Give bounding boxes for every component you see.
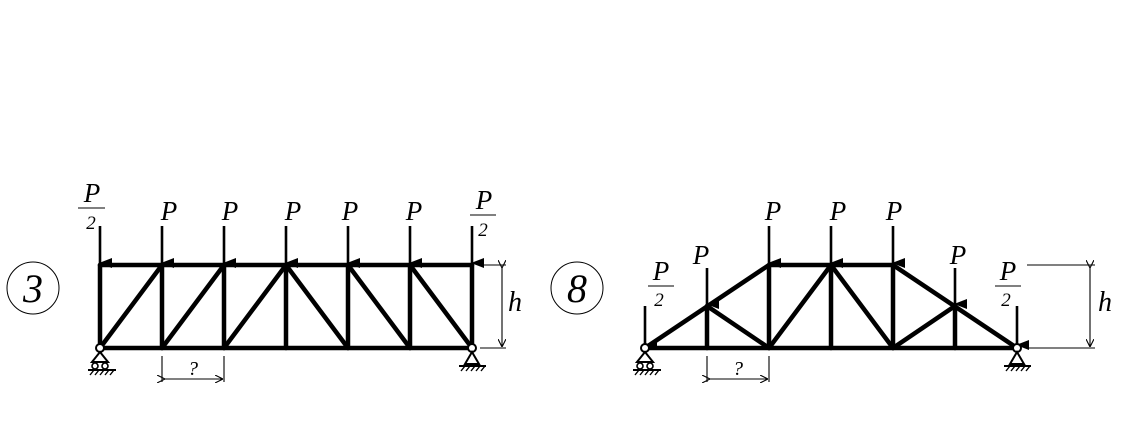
height-dimension: h	[1027, 265, 1112, 349]
diagonal-member	[828, 262, 896, 351]
support-triangle	[1008, 350, 1026, 365]
truss-members	[97, 262, 475, 351]
load-label: P	[764, 196, 782, 226]
load-label-denominator: 2	[1001, 290, 1011, 311]
load-label-numerator: P	[652, 256, 670, 286]
pin-support-left	[633, 343, 661, 376]
truss-members	[642, 262, 1020, 351]
diagonal-member	[283, 262, 351, 351]
ground-hatch	[460, 365, 486, 372]
truss-diagram-3: 3	[6, 178, 522, 382]
diagonal-member	[159, 262, 227, 351]
support-roller	[91, 362, 99, 370]
load-label-half: P 2	[648, 256, 674, 311]
label-circle	[550, 261, 604, 315]
load-label-half: P 2	[78, 178, 105, 234]
load-label: P	[829, 196, 847, 226]
panel-label: ?	[188, 358, 198, 380]
diagonal-member	[407, 262, 475, 351]
diagonal-member	[345, 262, 413, 351]
support-triangle	[89, 350, 111, 363]
diagram-label-3: 3	[6, 261, 60, 315]
load-arrows	[98, 226, 484, 268]
diagonal-member	[890, 303, 958, 351]
panel-label: ?	[733, 358, 743, 380]
diagonal-member	[97, 262, 165, 351]
ground-hatch	[1005, 365, 1031, 372]
diagonal-member	[221, 262, 289, 351]
load-labels: P 2 P P P P P P 2	[78, 178, 496, 241]
load-label-denominator: 2	[654, 290, 664, 311]
pin-support-right	[459, 343, 486, 372]
pin-support-left	[88, 343, 116, 376]
support-triangle	[463, 350, 481, 365]
load-label: P	[405, 196, 423, 226]
ground-hatch	[89, 369, 115, 376]
load-label-numerator: P	[999, 256, 1017, 286]
load-label: P	[949, 240, 967, 270]
load-label-half: P 2	[995, 256, 1021, 311]
load-label-numerator: P	[83, 178, 101, 208]
load-label: P	[692, 240, 710, 270]
load-label-denominator: 2	[86, 213, 96, 234]
label-circle	[6, 261, 60, 315]
panel-dimension: ?	[707, 356, 770, 382]
load-label-numerator: P	[475, 185, 493, 215]
load-label: P	[160, 196, 178, 226]
load-arrows	[643, 226, 1029, 350]
diagram-label-8: 8	[550, 261, 604, 315]
support-roller	[636, 362, 644, 370]
diagonal-member	[704, 303, 772, 351]
diagram-number: 3	[22, 266, 43, 311]
height-label: h	[508, 287, 522, 318]
load-label: P	[885, 196, 903, 226]
diagonal-member	[766, 262, 834, 351]
load-label-denominator: 2	[478, 220, 488, 241]
load-label: P	[341, 196, 359, 226]
support-roller	[101, 362, 109, 370]
load-label: P	[221, 196, 239, 226]
panel-dimension: ?	[162, 356, 225, 382]
load-label: P	[284, 196, 302, 226]
support-roller	[646, 362, 654, 370]
pin-support-right	[1004, 343, 1031, 372]
truss-diagram-8: 8 P	[550, 196, 1112, 382]
load-label-half: P 2	[470, 185, 496, 241]
ground-hatch	[634, 369, 660, 376]
load-labels: P 2 P P P P P P 2	[648, 196, 1021, 311]
height-label: h	[1098, 287, 1112, 318]
diagram-number: 8	[567, 266, 587, 311]
height-dimension: h	[480, 265, 522, 349]
support-triangle	[634, 350, 656, 363]
